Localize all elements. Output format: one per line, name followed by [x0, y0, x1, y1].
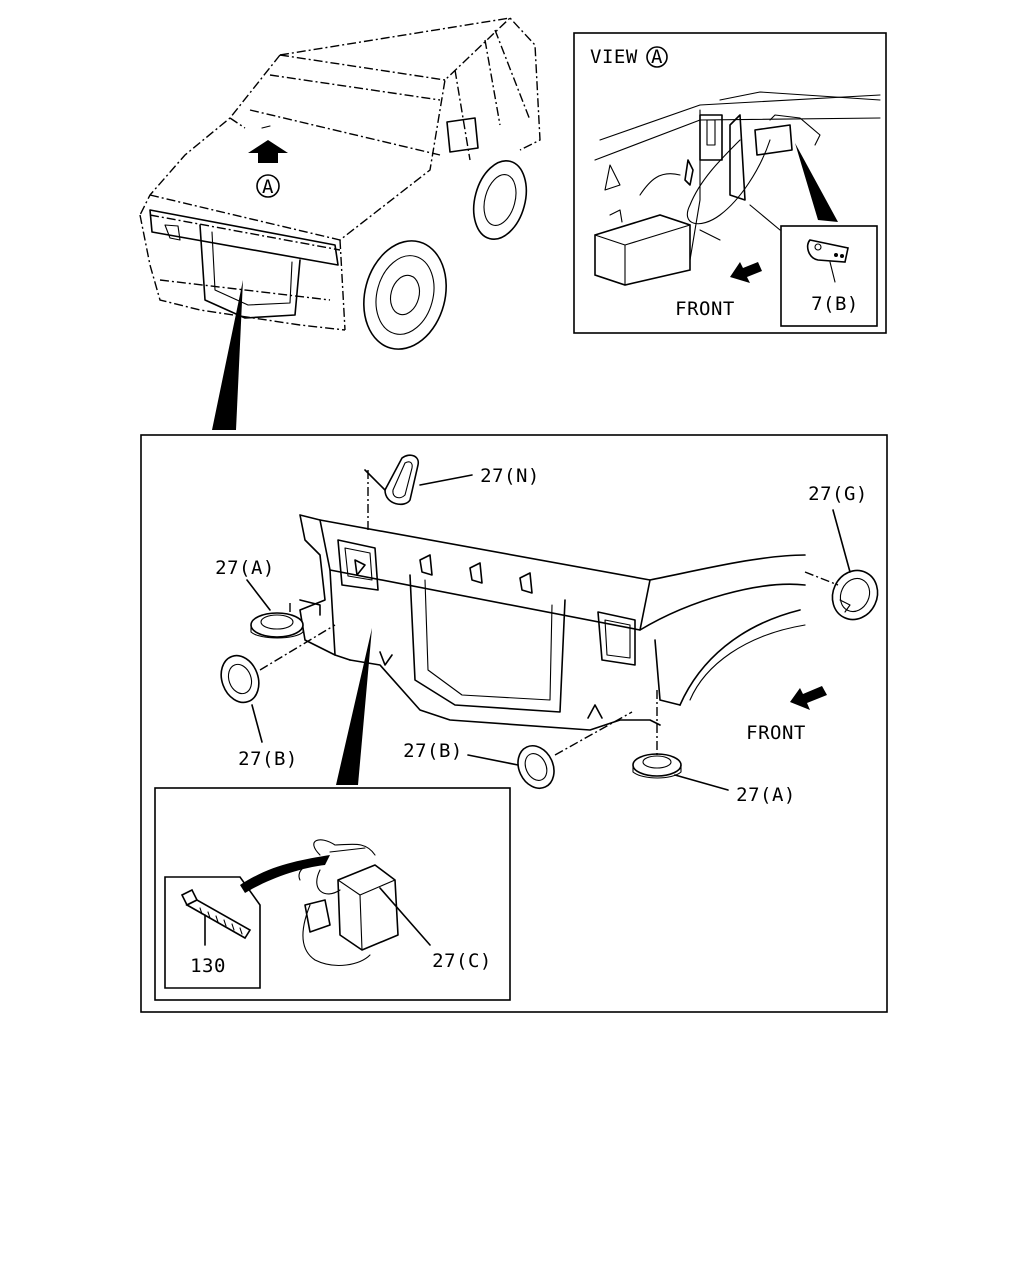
circled-ref-icon [256, 174, 280, 198]
inset-7b: 7(B) [780, 225, 878, 327]
front-arrow-icon [790, 686, 827, 710]
grommet-27b-bottom: 27(B) [403, 711, 633, 789]
callout-27n: 27(N) [480, 465, 540, 487]
callout-27a-left: 27(A) [215, 557, 275, 579]
grommet-27b-left: 27(B) [220, 624, 336, 770]
grommet-27g: 27(G) [804, 483, 879, 621]
leader-wedge [212, 280, 243, 430]
grommet-27a-right: 27(A) [632, 690, 796, 806]
direction-arrow-icon [248, 140, 288, 163]
front-arrow-icon [730, 262, 762, 283]
callout-27b-bottom: 27(B) [403, 740, 463, 762]
main-detail-panel: 27(N) 27(G) 27(A) 27(B) [140, 434, 888, 1013]
callout-130: 130 [190, 955, 226, 977]
grommet-27n: 27(N) [364, 454, 540, 530]
rear-tyre [472, 160, 528, 240]
view-a-ref-letter: A [651, 46, 663, 68]
vehicle-overview: A [139, 17, 541, 430]
grommet-27a-left: 27(A) [215, 557, 321, 639]
callout-27a-right: 27(A) [736, 784, 796, 806]
inset-130: 130 [164, 855, 330, 989]
vehicle-ref-letter: A [262, 176, 274, 198]
leader-wedge [336, 628, 372, 785]
unit-27c: 27(C) [298, 839, 492, 972]
callout-27c: 27(C) [432, 950, 492, 972]
main-front-label: FRONT [746, 722, 806, 744]
view-a-front-label: FRONT [675, 298, 735, 320]
view-a-panel: VIEW A FRONT [573, 32, 887, 334]
view-a-title: VIEW [590, 46, 638, 68]
leader-wedge [795, 143, 838, 222]
callout-27g: 27(G) [808, 483, 868, 505]
bottom-inset-panel: 27(C) 130 [154, 787, 511, 1001]
front-tyre [363, 240, 447, 350]
callout-27b-left: 27(B) [238, 748, 298, 770]
callout-7b: 7(B) [811, 293, 859, 315]
circled-ref-icon [646, 46, 668, 68]
leader-wedge [240, 855, 330, 893]
